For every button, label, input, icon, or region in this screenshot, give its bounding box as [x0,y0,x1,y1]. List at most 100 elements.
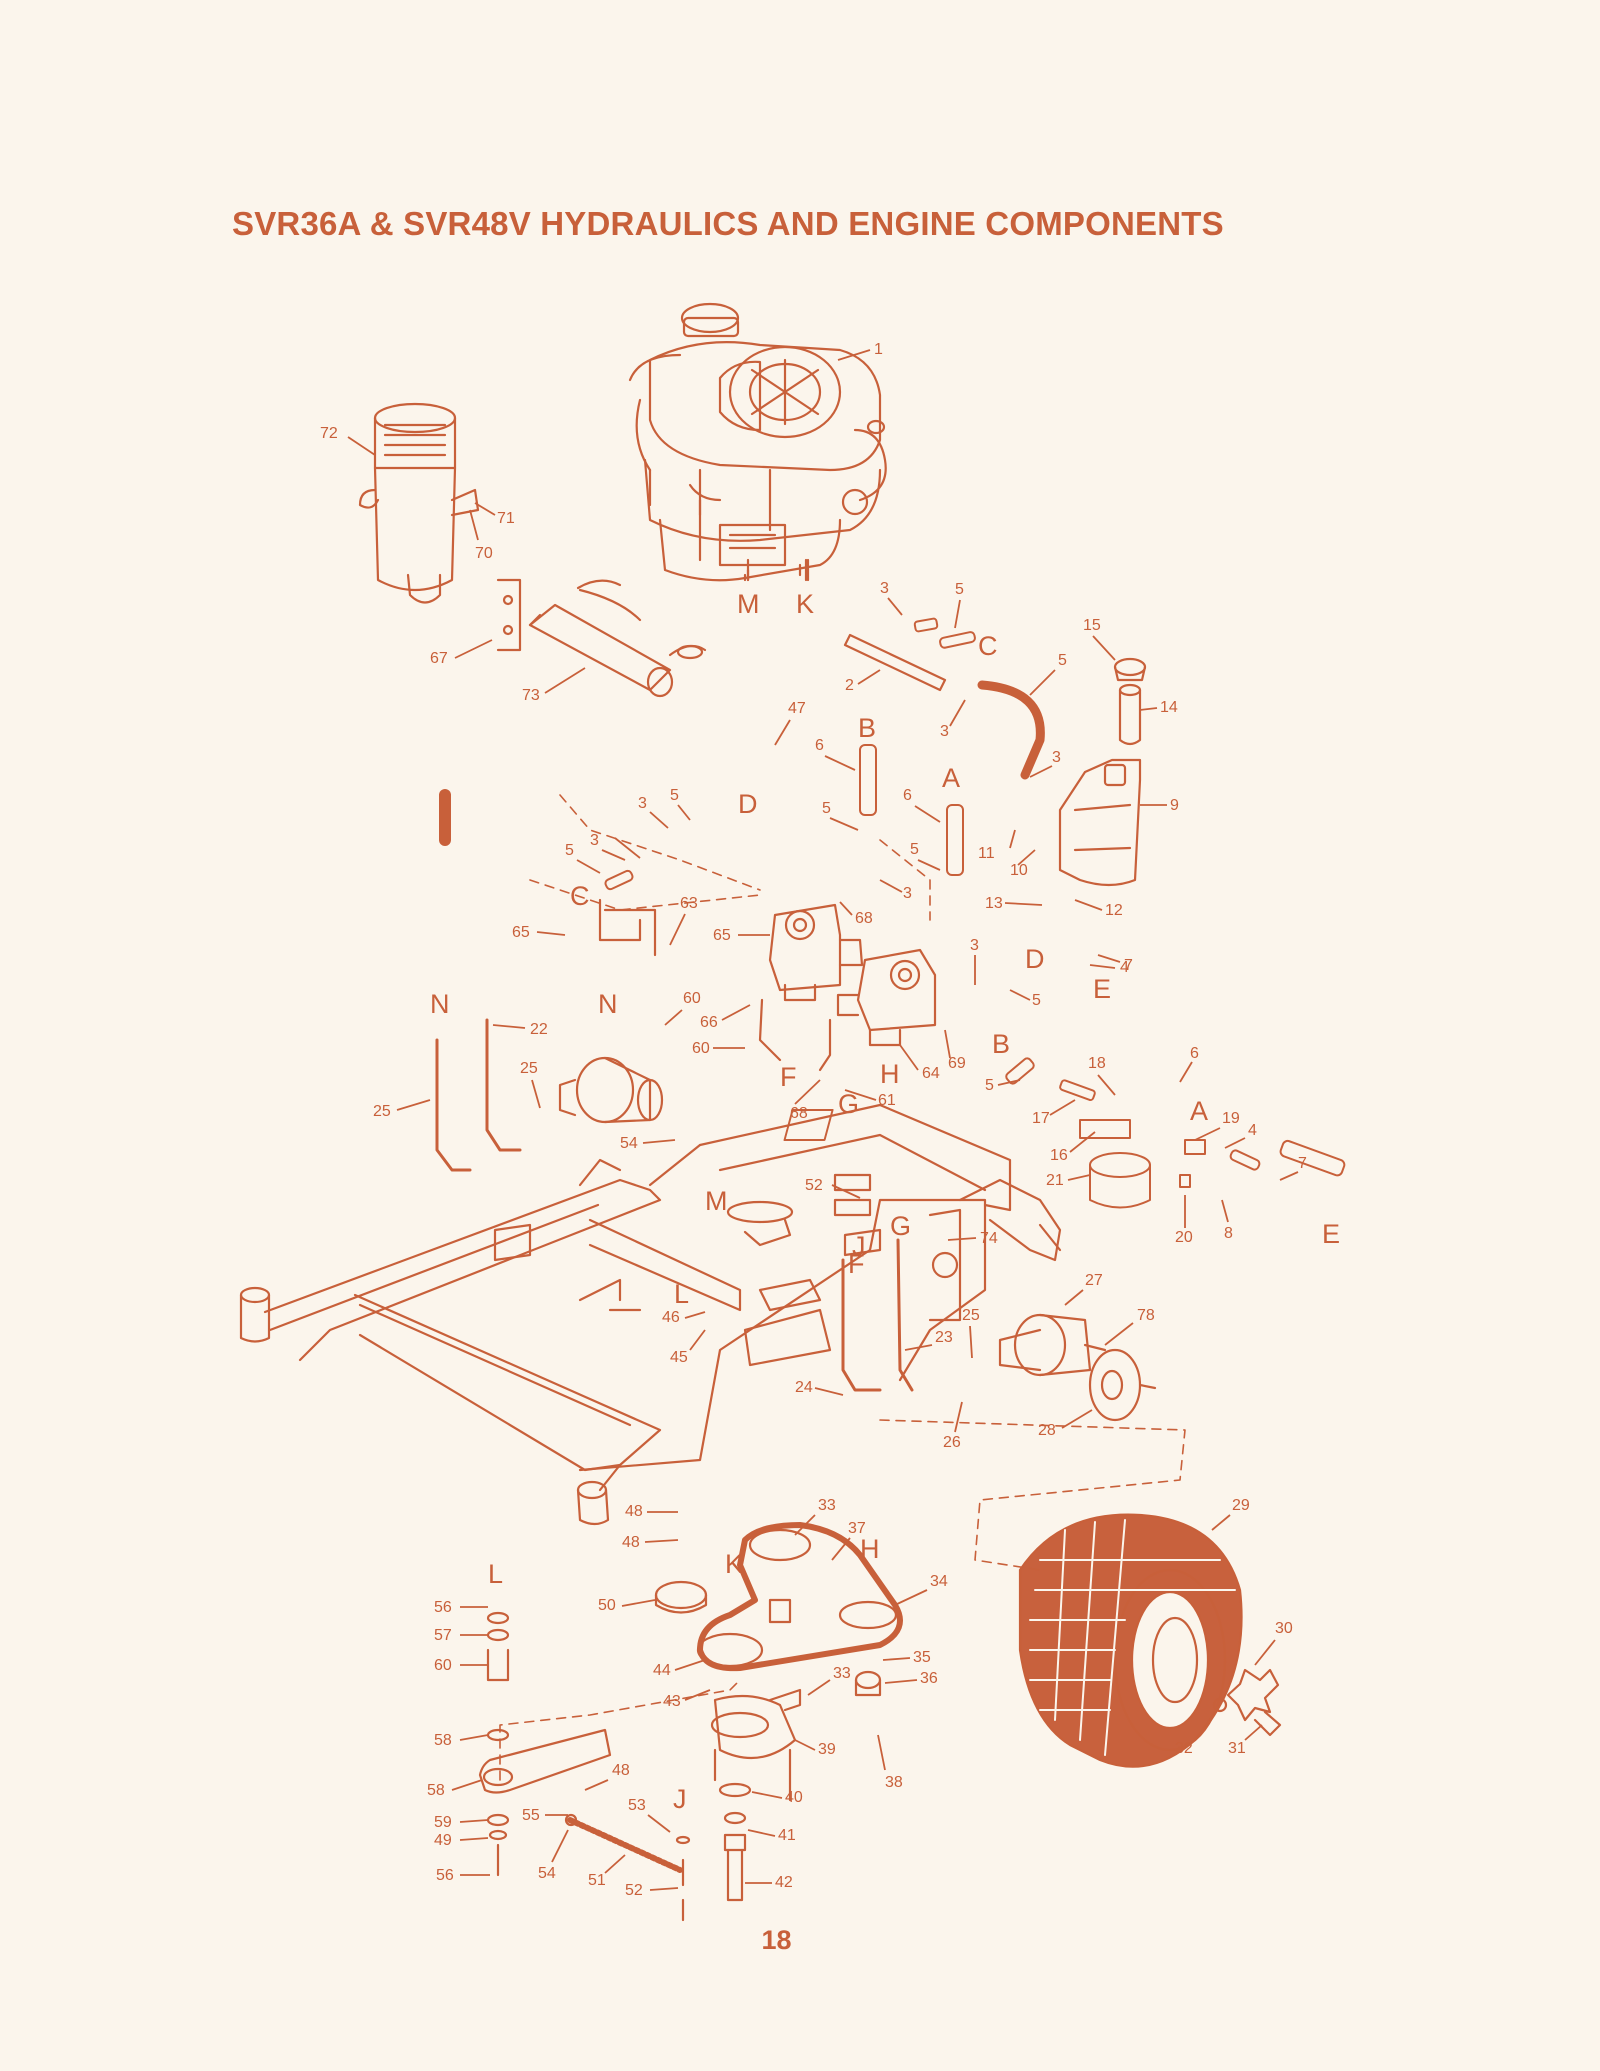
callout-60b: 60 [692,1040,745,1057]
belt-and-pulleys [654,1522,903,1902]
svg-text:56: 56 [434,1599,452,1616]
callout-7b: 8 [1221,1199,1233,1242]
letter-ref-K: K [796,589,814,619]
callout-38: 39 [794,1739,836,1758]
callout-42: 43 [663,1689,711,1710]
callout-25b: 25 [962,1307,980,1359]
page-title: SVR36A & SVR48V HYDRAULICS AND ENGINE CO… [232,205,1224,242]
callout-3a: 3 [880,580,903,616]
callout-6a: 6 [815,737,856,771]
svg-text:25: 25 [962,1307,980,1324]
tire-illustration [1018,1513,1243,1768]
callout-39: 40 [751,1789,803,1806]
callout-48b: 48 [584,1762,630,1791]
svg-text:23: 23 [935,1329,953,1346]
svg-text:40: 40 [785,1789,803,1806]
svg-text:48: 48 [612,1762,630,1779]
callout-24: 25 [373,1099,431,1120]
svg-text:3: 3 [880,580,889,597]
svg-text:59: 59 [434,1814,452,1831]
callout-8: 9 [1140,797,1179,814]
svg-text:60: 60 [692,1040,710,1057]
callout-47: 48 [625,1503,678,1520]
callout-63: 64 [899,1044,940,1082]
svg-text:6: 6 [1190,1045,1199,1062]
svg-text:69: 69 [948,1055,966,1072]
callout-6b: 6 [903,787,941,823]
svg-text:35: 35 [913,1649,931,1666]
letter-ref-N: N [430,989,450,1019]
callout-1: 1 [837,341,883,361]
callout-50: 51 [588,1854,626,1889]
svg-text:32: 32 [1175,1740,1193,1757]
svg-text:57: 57 [434,1627,452,1644]
svg-text:3: 3 [590,832,599,849]
letter-ref-B: B [992,1029,1010,1059]
letter-ref-J: J [673,1784,687,1814]
svg-text:30: 30 [1275,1620,1293,1637]
svg-text:58: 58 [427,1782,445,1799]
callout-25c: 26 [943,1401,963,1451]
callout-19: 20 [1175,1195,1193,1246]
letter-ref-M: M [737,589,760,619]
hydraulic-pump-left [768,903,864,1002]
callout-34: 35 [882,1649,931,1666]
callout-5e: 5 [565,842,601,874]
svg-text:45: 45 [670,1349,688,1366]
letter-ref-A: A [942,763,960,793]
letter-ref-M: M [705,1186,728,1216]
callout-41: 42 [745,1874,793,1891]
callout-64: 65 [713,927,770,944]
callout-56a: 56 [434,1599,488,1616]
callout-25a: 25 [520,1060,541,1109]
svg-text:63: 63 [680,895,698,912]
svg-text:5: 5 [1032,992,1041,1009]
svg-text:24: 24 [795,1379,813,1396]
callout-10: 11 [978,829,1016,862]
letter-ref-F: F [780,1062,797,1092]
svg-text:73: 73 [522,687,540,704]
letter-ref-B: B [858,713,876,743]
callout-68a: 68 [839,901,873,927]
svg-text:66: 66 [700,1014,718,1031]
callout-12: 13 [985,895,1043,912]
svg-text:6: 6 [903,787,912,804]
svg-text:55: 55 [522,1807,540,1824]
svg-text:3: 3 [940,723,949,740]
svg-text:48: 48 [625,1503,643,1520]
svg-text:70: 70 [475,545,493,562]
engine-illustration [628,302,887,582]
svg-text:67: 67 [430,650,448,667]
svg-text:25: 25 [520,1060,538,1077]
svg-text:5: 5 [910,841,919,858]
svg-text:60: 60 [434,1657,452,1674]
callout-31: 32 [1175,1711,1216,1757]
callout-58b: 59 [434,1814,489,1831]
callout-4a: 4 [1089,959,1129,976]
callout-32: 33 [807,1665,851,1696]
callout-14: 15 [1083,617,1116,661]
callout-58a: 58 [434,1732,489,1749]
hydraulic-pump-right [836,948,937,1047]
letter-ref-E: E [1322,1219,1340,1249]
svg-text:54: 54 [538,1865,556,1882]
svg-text:5: 5 [955,581,964,598]
callout-66: 67 [430,639,493,667]
svg-text:21: 21 [1046,1172,1064,1189]
svg-text:14: 14 [1160,699,1178,716]
svg-text:65: 65 [512,924,530,941]
svg-text:4: 4 [1120,959,1129,976]
chassis-frame [239,1103,1062,1526]
letter-ref-F: F [848,1249,865,1279]
svg-text:6: 6 [815,737,824,754]
callout-71: 72 [320,425,376,456]
svg-text:3: 3 [970,937,979,954]
callout-74: 78 [1104,1307,1155,1346]
letter-ref-L: L [674,1279,689,1309]
letter-ref-H: H [880,1059,900,1089]
callout-73: 74 [947,1230,998,1247]
callout-40: 41 [747,1827,796,1844]
svg-text:51: 51 [588,1872,606,1889]
callout-16: 17 [1032,1099,1076,1127]
callout-33b: 34 [894,1573,948,1606]
